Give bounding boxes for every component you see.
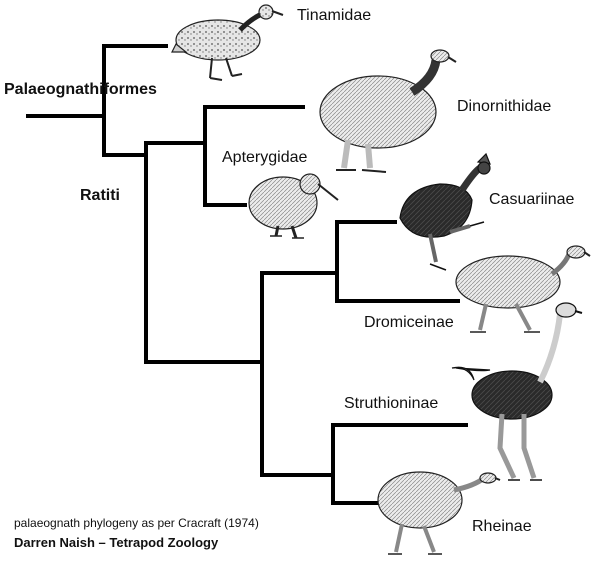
phylogeny-source-note: palaeognath phylogeny as per Cracraft (1… xyxy=(14,516,259,530)
author-credit: Darren Naish – Tetrapod Zoology xyxy=(14,535,219,550)
taxon-label-dromiceinae: Dromiceinae xyxy=(364,314,454,331)
moa-illustration xyxy=(319,49,457,173)
tree-branches xyxy=(26,44,468,505)
ostrich-illustration xyxy=(451,302,583,481)
taxon-label-dinornithidae: Dinornithidae xyxy=(457,98,552,115)
emu-illustration xyxy=(455,245,591,333)
taxon-label-casuariinae: Casuariinae xyxy=(489,191,575,208)
cassowary-illustration xyxy=(399,152,491,271)
rhea-illustration xyxy=(377,471,501,555)
taxon-label-apterygidae: Apterygidae xyxy=(222,149,308,166)
taxon-label-tinamidae: Tinamidae xyxy=(297,7,372,24)
tinamou-illustration xyxy=(171,4,284,81)
taxon-label-struthioninae: Struthioninae xyxy=(344,395,439,412)
clade-label-palaeognathiformes: Palaeognathiformes xyxy=(4,81,157,98)
kiwi-illustration xyxy=(248,173,339,239)
taxon-label-rheinae: Rheinae xyxy=(472,518,532,535)
clade-label-ratiti: Ratiti xyxy=(80,187,120,204)
